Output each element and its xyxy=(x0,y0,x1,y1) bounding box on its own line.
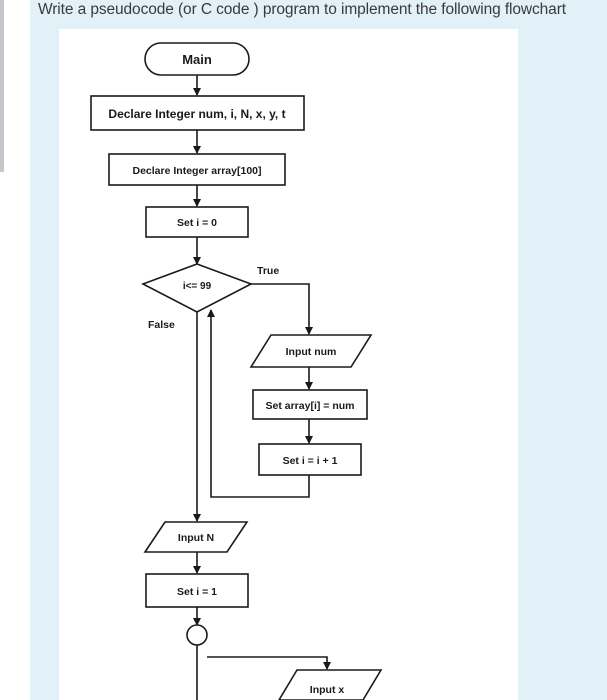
set-array-box: Set array[i] = num xyxy=(252,389,368,420)
loop-condition-diamond: i<= 99 xyxy=(141,263,253,313)
input-x-label: Input x xyxy=(310,684,345,696)
input-n-parallelogram: Input N xyxy=(143,521,249,553)
flowchart-figure: Main Declare Integer num, i, N, x, y, t … xyxy=(59,29,518,700)
left-scroll-indicator xyxy=(0,0,4,172)
loop-condition-label: i<= 99 xyxy=(183,281,212,292)
question-text: Write a pseudocode (or C code ) program … xyxy=(38,1,566,18)
declare-array-label: Declare Integer array[100] xyxy=(133,165,262,177)
true-label: True xyxy=(257,265,279,277)
input-num-label: Input num xyxy=(286,346,337,358)
set-i-one-box: Set i = 1 xyxy=(145,573,249,608)
false-label: False xyxy=(148,319,175,331)
true-branch-arrow xyxy=(251,283,313,335)
declare-variables-label: Declare Integer num, i, N, x, y, t xyxy=(108,107,285,121)
set-array-label: Set array[i] = num xyxy=(266,400,355,412)
left-margin xyxy=(0,0,30,700)
input-x-parallelogram: Input x xyxy=(278,669,383,700)
start-label: Main xyxy=(182,52,212,67)
input-num-parallelogram: Input num xyxy=(249,334,373,368)
increment-label: Set i = i + 1 xyxy=(283,455,338,467)
declare-variables-box: Declare Integer num, i, N, x, y, t xyxy=(90,95,305,131)
flow-arrow xyxy=(207,656,331,670)
declare-array-box: Declare Integer array[100] xyxy=(108,153,286,186)
increment-box: Set i = i + 1 xyxy=(258,443,362,476)
flowchart-svg: Main Declare Integer num, i, N, x, y, t … xyxy=(90,42,383,700)
junction-connector xyxy=(186,624,208,646)
loop-back-arrow xyxy=(207,309,310,498)
set-i-one-label: Set i = 1 xyxy=(177,586,217,598)
input-n-label: Input N xyxy=(178,532,214,544)
init-i-box: Set i = 0 xyxy=(145,206,249,238)
init-i-label: Set i = 0 xyxy=(177,217,217,229)
start-terminal: Main xyxy=(144,42,250,76)
